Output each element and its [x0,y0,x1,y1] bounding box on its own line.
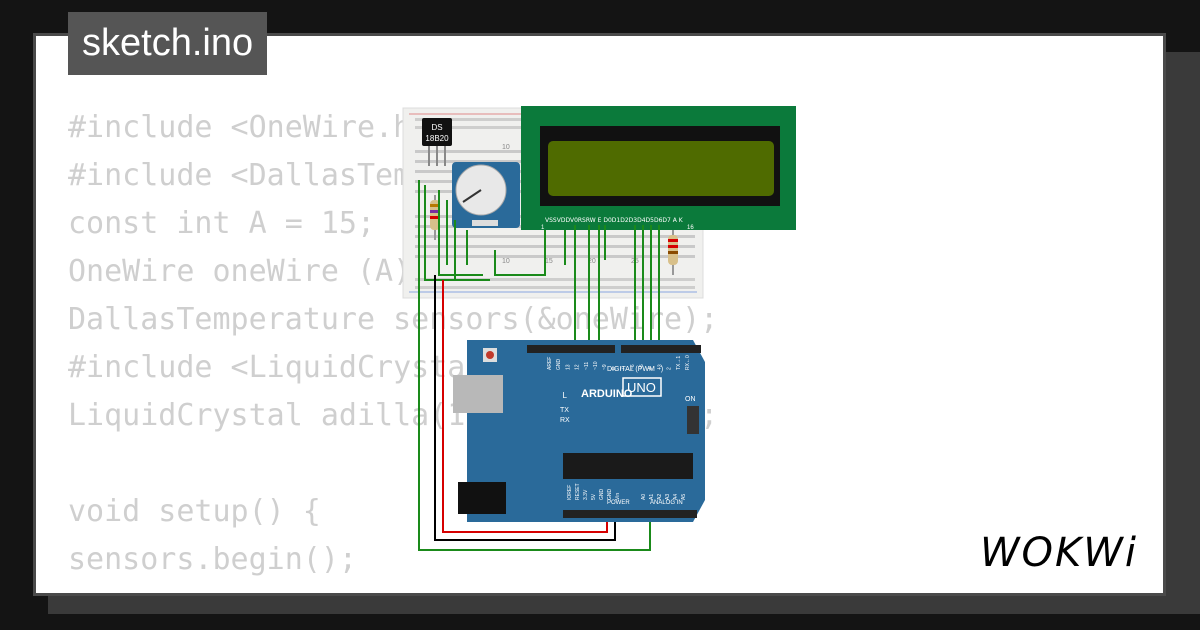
on-label: ON [685,396,696,403]
code-line: sensors.begin(); [68,542,357,577]
digital-pin-label: 7 [621,367,627,370]
code-line: void setup() { [68,494,321,529]
digital-pin-label: 2 [667,367,673,370]
arduino-uno[interactable]: DIGITAL (PWM ~) ARDUINO UNO L TX RX ON P… [453,340,705,522]
digital-pin-label: 12 [575,364,581,370]
lcd-pin-number: 1 [541,225,545,231]
led-label: L [563,391,568,400]
potentiometer[interactable] [452,162,520,228]
sensor-label: DS [431,123,442,132]
digital-pin-label: ~11 [584,362,590,370]
arduino-brand: ARDUINO [581,388,633,400]
power-pin-label: GND [607,489,613,501]
bb-number: 15 [545,258,553,265]
analog-pin-label: A3 [665,494,671,500]
lcd-display[interactable]: VSSVDDV0RSRW E D0D1D2D3D4D5D6D7 A K 1 16 [521,106,796,231]
digital-pin-label: ~10 [593,361,599,370]
analog-header: ANALOG IN [650,500,683,506]
wokwi-logo: WOKWi [980,530,1138,576]
wire-red [442,280,608,533]
analog-pin-label: A2 [657,494,663,500]
code-line: OneWire oneWire (A); [68,254,430,289]
circuit-diagram[interactable]: 10 10 15 20 25 DS 18B20 [395,100,805,560]
power-pin-label: Vin [615,493,621,500]
power-pin-label: GND [599,489,605,501]
digital-pin-label: RX←0 [685,355,691,370]
code-line: const int A = 15; [68,206,376,241]
bb-number: 10 [502,144,510,151]
lcd-pin-number: 16 [687,225,694,231]
analog-pin-label: A5 [681,494,687,500]
power-pin-label: RESET [575,483,581,500]
wires-green [418,180,660,551]
analog-pin-label: A0 [641,494,647,500]
digital-pin-label: ~9 [602,364,608,370]
lcd-pin-labels: VSSVDDV0RSRW E D0D1D2D3D4D5D6D7 A K [545,217,684,224]
code-line: DallasTemperature sensors(&oneWire); [68,302,719,337]
bb-number: 10 [502,258,510,265]
digital-pin-label: AREF [547,357,553,370]
digital-pin-label: ~5 [639,364,645,370]
analog-pin-label: A1 [649,494,655,500]
sensor-label: 18B20 [425,134,449,143]
power-pin-label: 3.3V [583,489,589,500]
power-header: POWER [607,500,630,506]
logo-text: WOKWi [980,530,1138,576]
led-label: TX [560,407,569,414]
code-line: adilla.begin(16,2); [68,584,718,593]
digital-pin-label: ~3 [657,364,663,370]
digital-pin-label: 13 [565,364,571,370]
digital-pin-label: ~6 [630,364,636,370]
analog-pin-label: A4 [673,494,679,500]
ds18b20-sensor[interactable]: DS 18B20 [422,118,452,166]
resistor[interactable] [668,230,678,275]
digital-pin-label: 4 [648,367,654,370]
arduino-model: UNO [627,380,656,395]
power-pin-label: IOREF [567,485,573,500]
digital-pin-label: 8 [611,367,617,370]
digital-header: DIGITAL (PWM ~) [607,366,663,373]
led-label: RX [560,417,570,424]
wire-black [434,275,616,541]
sketch-title-tab[interactable]: sketch.ino [68,12,268,75]
power-pin-label: 5V [591,493,597,500]
code-line: #include <OneWire.h> [68,110,430,145]
digital-pin-label: GND [556,359,562,371]
digital-pin-label: TX→1 [676,356,682,370]
resistor[interactable] [430,195,440,240]
bb-number: 20 [588,258,596,265]
